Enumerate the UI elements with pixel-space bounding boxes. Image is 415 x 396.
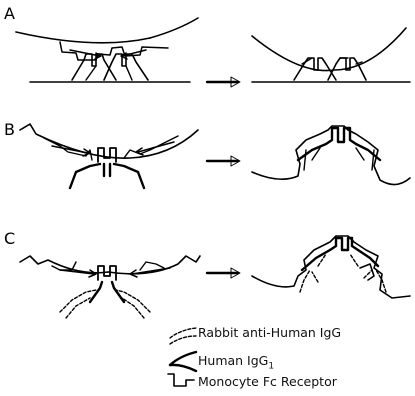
legend-subscript: 1 bbox=[268, 362, 274, 372]
panel-c bbox=[20, 236, 410, 318]
legend-label-human-igg1: Human IgG1 bbox=[198, 355, 274, 372]
panel-b-before bbox=[20, 124, 198, 188]
fc-receptor-icon bbox=[98, 148, 116, 162]
fc-receptor-icon bbox=[168, 374, 194, 386]
panel-a bbox=[16, 18, 410, 87]
panel-b-after bbox=[252, 126, 410, 185]
panel-c-before bbox=[20, 256, 200, 318]
legend-label-monocyte-fc-receptor: Monocyte Fc Receptor bbox=[198, 376, 337, 389]
dashed-antibody-icon bbox=[116, 290, 150, 312]
panel-a-after bbox=[252, 28, 410, 82]
legend-icons bbox=[168, 328, 196, 386]
antibody-icon bbox=[298, 128, 380, 160]
legend-label-rabbit-anti-human-igg: Rabbit anti-Human IgG bbox=[198, 327, 341, 340]
cell-membrane-line bbox=[16, 32, 150, 43]
dashed-antibody-icon bbox=[170, 328, 196, 338]
antibody-icon bbox=[90, 282, 124, 302]
cell-membrane-line bbox=[252, 28, 406, 71]
cell-membrane-line bbox=[20, 124, 198, 158]
panel-a-before bbox=[16, 18, 198, 82]
cell-membrane-line bbox=[252, 236, 410, 298]
arrow-left-icon bbox=[138, 142, 174, 152]
antibody-icon bbox=[70, 164, 104, 188]
panel-b bbox=[20, 124, 410, 188]
antibody-icon bbox=[110, 164, 144, 188]
antibody-icon bbox=[170, 352, 196, 365]
panel-c-after bbox=[252, 236, 410, 298]
